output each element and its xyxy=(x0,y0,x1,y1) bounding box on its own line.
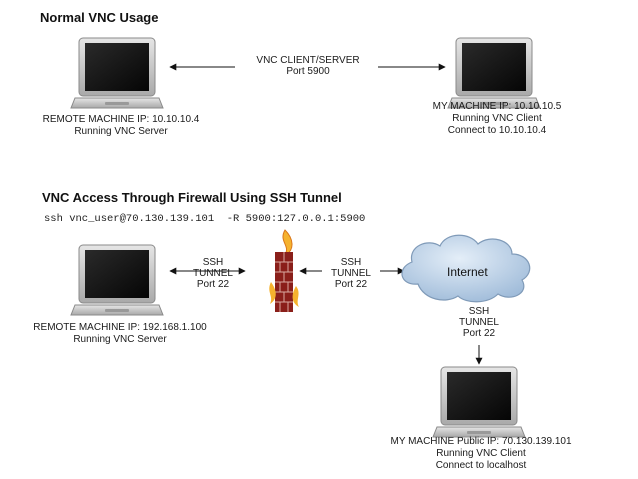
ssh-tunnel-label-mid: SSH TUNNEL Port 22 xyxy=(330,257,371,290)
remote-machine-caption-1: REMOTE MACHINE IP: 10.10.10.4 Running VN… xyxy=(42,114,200,137)
my-machine-caption-1: MY MACHINE IP: 10.10.10.5 Running VNC Cl… xyxy=(432,101,562,136)
firewall-icon xyxy=(269,229,299,312)
ssh-command: ssh vnc_user@70.130.139.101 -R 5900:127.… xyxy=(44,213,366,225)
section1-title: Normal VNC Usage xyxy=(40,10,159,25)
laptop-icon-remote-1 xyxy=(70,37,164,109)
laptop-icon-my-2 xyxy=(432,366,526,438)
internet-label: Internet xyxy=(447,265,488,279)
cloud-icon xyxy=(401,234,531,303)
section2-title: VNC Access Through Firewall Using SSH Tu… xyxy=(42,190,342,205)
laptop-icon-remote-2 xyxy=(70,244,164,316)
ssh-tunnel-label-down: SSH TUNNEL Port 22 xyxy=(458,306,499,339)
laptop-icon-my-1 xyxy=(447,37,541,109)
remote-machine-caption-2: REMOTE MACHINE IP: 192.168.1.100 Running… xyxy=(33,322,207,345)
ssh-tunnel-label-left: SSH TUNNEL Port 22 xyxy=(192,257,233,290)
vnc-link-label: VNC CLIENT/SERVER Port 5900 xyxy=(256,55,360,77)
my-machine-caption-2: MY MACHINE Public IP: 70.130.139.101 Run… xyxy=(390,436,572,471)
